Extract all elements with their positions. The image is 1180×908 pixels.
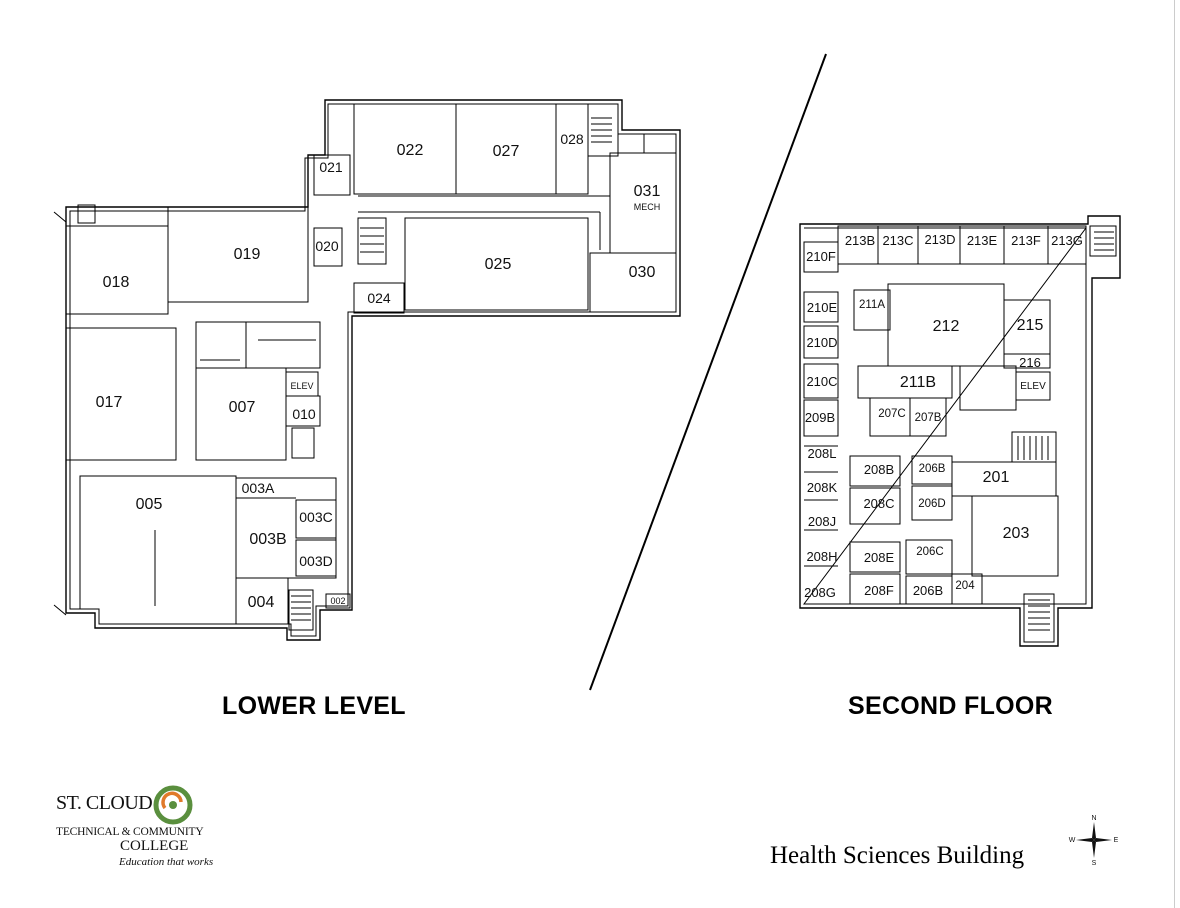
room-206d: 206D [918, 498, 946, 510]
room-210f: 210F [806, 249, 836, 264]
room-201: 201 [983, 469, 1010, 486]
room-003a: 003A [242, 480, 275, 496]
room-002: 002 [330, 596, 345, 606]
room-003c: 003C [299, 509, 332, 525]
room-elev-second: ELEV [1020, 381, 1046, 392]
room-028: 028 [560, 131, 584, 147]
compass-w: W [1069, 837, 1076, 844]
room-213b: 213B [845, 233, 875, 248]
logo-tagline: Education that works [119, 856, 214, 868]
logo-ring-icon [153, 785, 193, 825]
room-208h: 208H [806, 549, 837, 564]
room-031: 031 [634, 183, 661, 200]
room-020: 020 [315, 238, 339, 254]
room-213g: 213G [1051, 233, 1083, 248]
room-010: 010 [292, 406, 316, 422]
room-030: 030 [629, 264, 656, 281]
room-208g: 208G [804, 585, 836, 600]
logo-line-3: COLLEGE [120, 838, 189, 854]
room-206b-upper: 206B [919, 463, 946, 475]
room-212: 212 [933, 318, 960, 335]
page-edge [1174, 0, 1175, 908]
room-203: 203 [1003, 525, 1030, 542]
room-007: 007 [229, 399, 256, 416]
compass-e: E [1114, 837, 1119, 844]
room-208f: 208F [864, 583, 894, 598]
room-215: 215 [1017, 317, 1044, 334]
room-213d: 213D [924, 232, 955, 247]
room-210e: 210E [807, 300, 838, 315]
room-210c: 210C [806, 374, 837, 389]
room-mech: MECH [634, 202, 661, 212]
room-017: 017 [96, 394, 123, 411]
room-207b: 207B [915, 412, 942, 424]
room-204: 204 [955, 580, 975, 592]
plan-divider [589, 53, 827, 691]
room-216: 216 [1019, 355, 1041, 370]
room-018: 018 [103, 274, 130, 291]
logo-line-1: ST. CLOUD [56, 792, 153, 814]
room-210d: 210D [806, 335, 837, 350]
room-211a: 211A [859, 299, 885, 311]
lower-level-plan: 022 027 031 025 030 019 018 007 017 005 … [53, 99, 681, 641]
room-208b: 208B [864, 462, 894, 477]
compass-n: N [1091, 815, 1096, 822]
room-019: 019 [234, 246, 261, 263]
room-206b-lower: 206B [913, 583, 943, 598]
room-024: 024 [367, 290, 391, 306]
room-213f: 213F [1011, 233, 1041, 248]
room-213c: 213C [882, 233, 913, 248]
room-022: 022 [397, 142, 424, 159]
room-208c: 208C [863, 496, 894, 511]
room-208j: 208J [808, 514, 836, 529]
logo-line-2: TECHNICAL & COMMUNITY [56, 826, 204, 838]
room-004: 004 [248, 594, 275, 611]
room-208k: 208K [807, 480, 838, 495]
second-floor-plan: 212 215 211B 201 203 213B 213C 213D 213E… [799, 215, 1121, 647]
room-209b: 209B [805, 410, 835, 425]
room-025: 025 [485, 256, 512, 273]
room-207c: 207C [878, 408, 906, 420]
compass-rose-icon: N S E W [1069, 815, 1119, 866]
room-208e: 208E [864, 550, 895, 565]
room-elev-lower: ELEV [290, 381, 313, 391]
room-003b: 003B [249, 531, 286, 548]
room-027: 027 [493, 143, 520, 160]
building-name: Health Sciences Building [770, 842, 1025, 869]
room-021: 021 [319, 159, 343, 175]
second-floor-title: SECOND FLOOR [848, 692, 1053, 720]
room-206c: 206C [916, 546, 944, 558]
lower-level-title: LOWER LEVEL [222, 692, 406, 720]
room-003d: 003D [299, 553, 332, 569]
compass-s: S [1092, 860, 1097, 866]
room-211b: 211B [900, 374, 936, 391]
room-208l: 208L [808, 446, 837, 461]
room-213e: 213E [967, 233, 998, 248]
college-logo: ST. CLOUD TECHNICAL & COMMUNITY COLLEGE … [54, 782, 244, 872]
room-005: 005 [136, 496, 163, 513]
